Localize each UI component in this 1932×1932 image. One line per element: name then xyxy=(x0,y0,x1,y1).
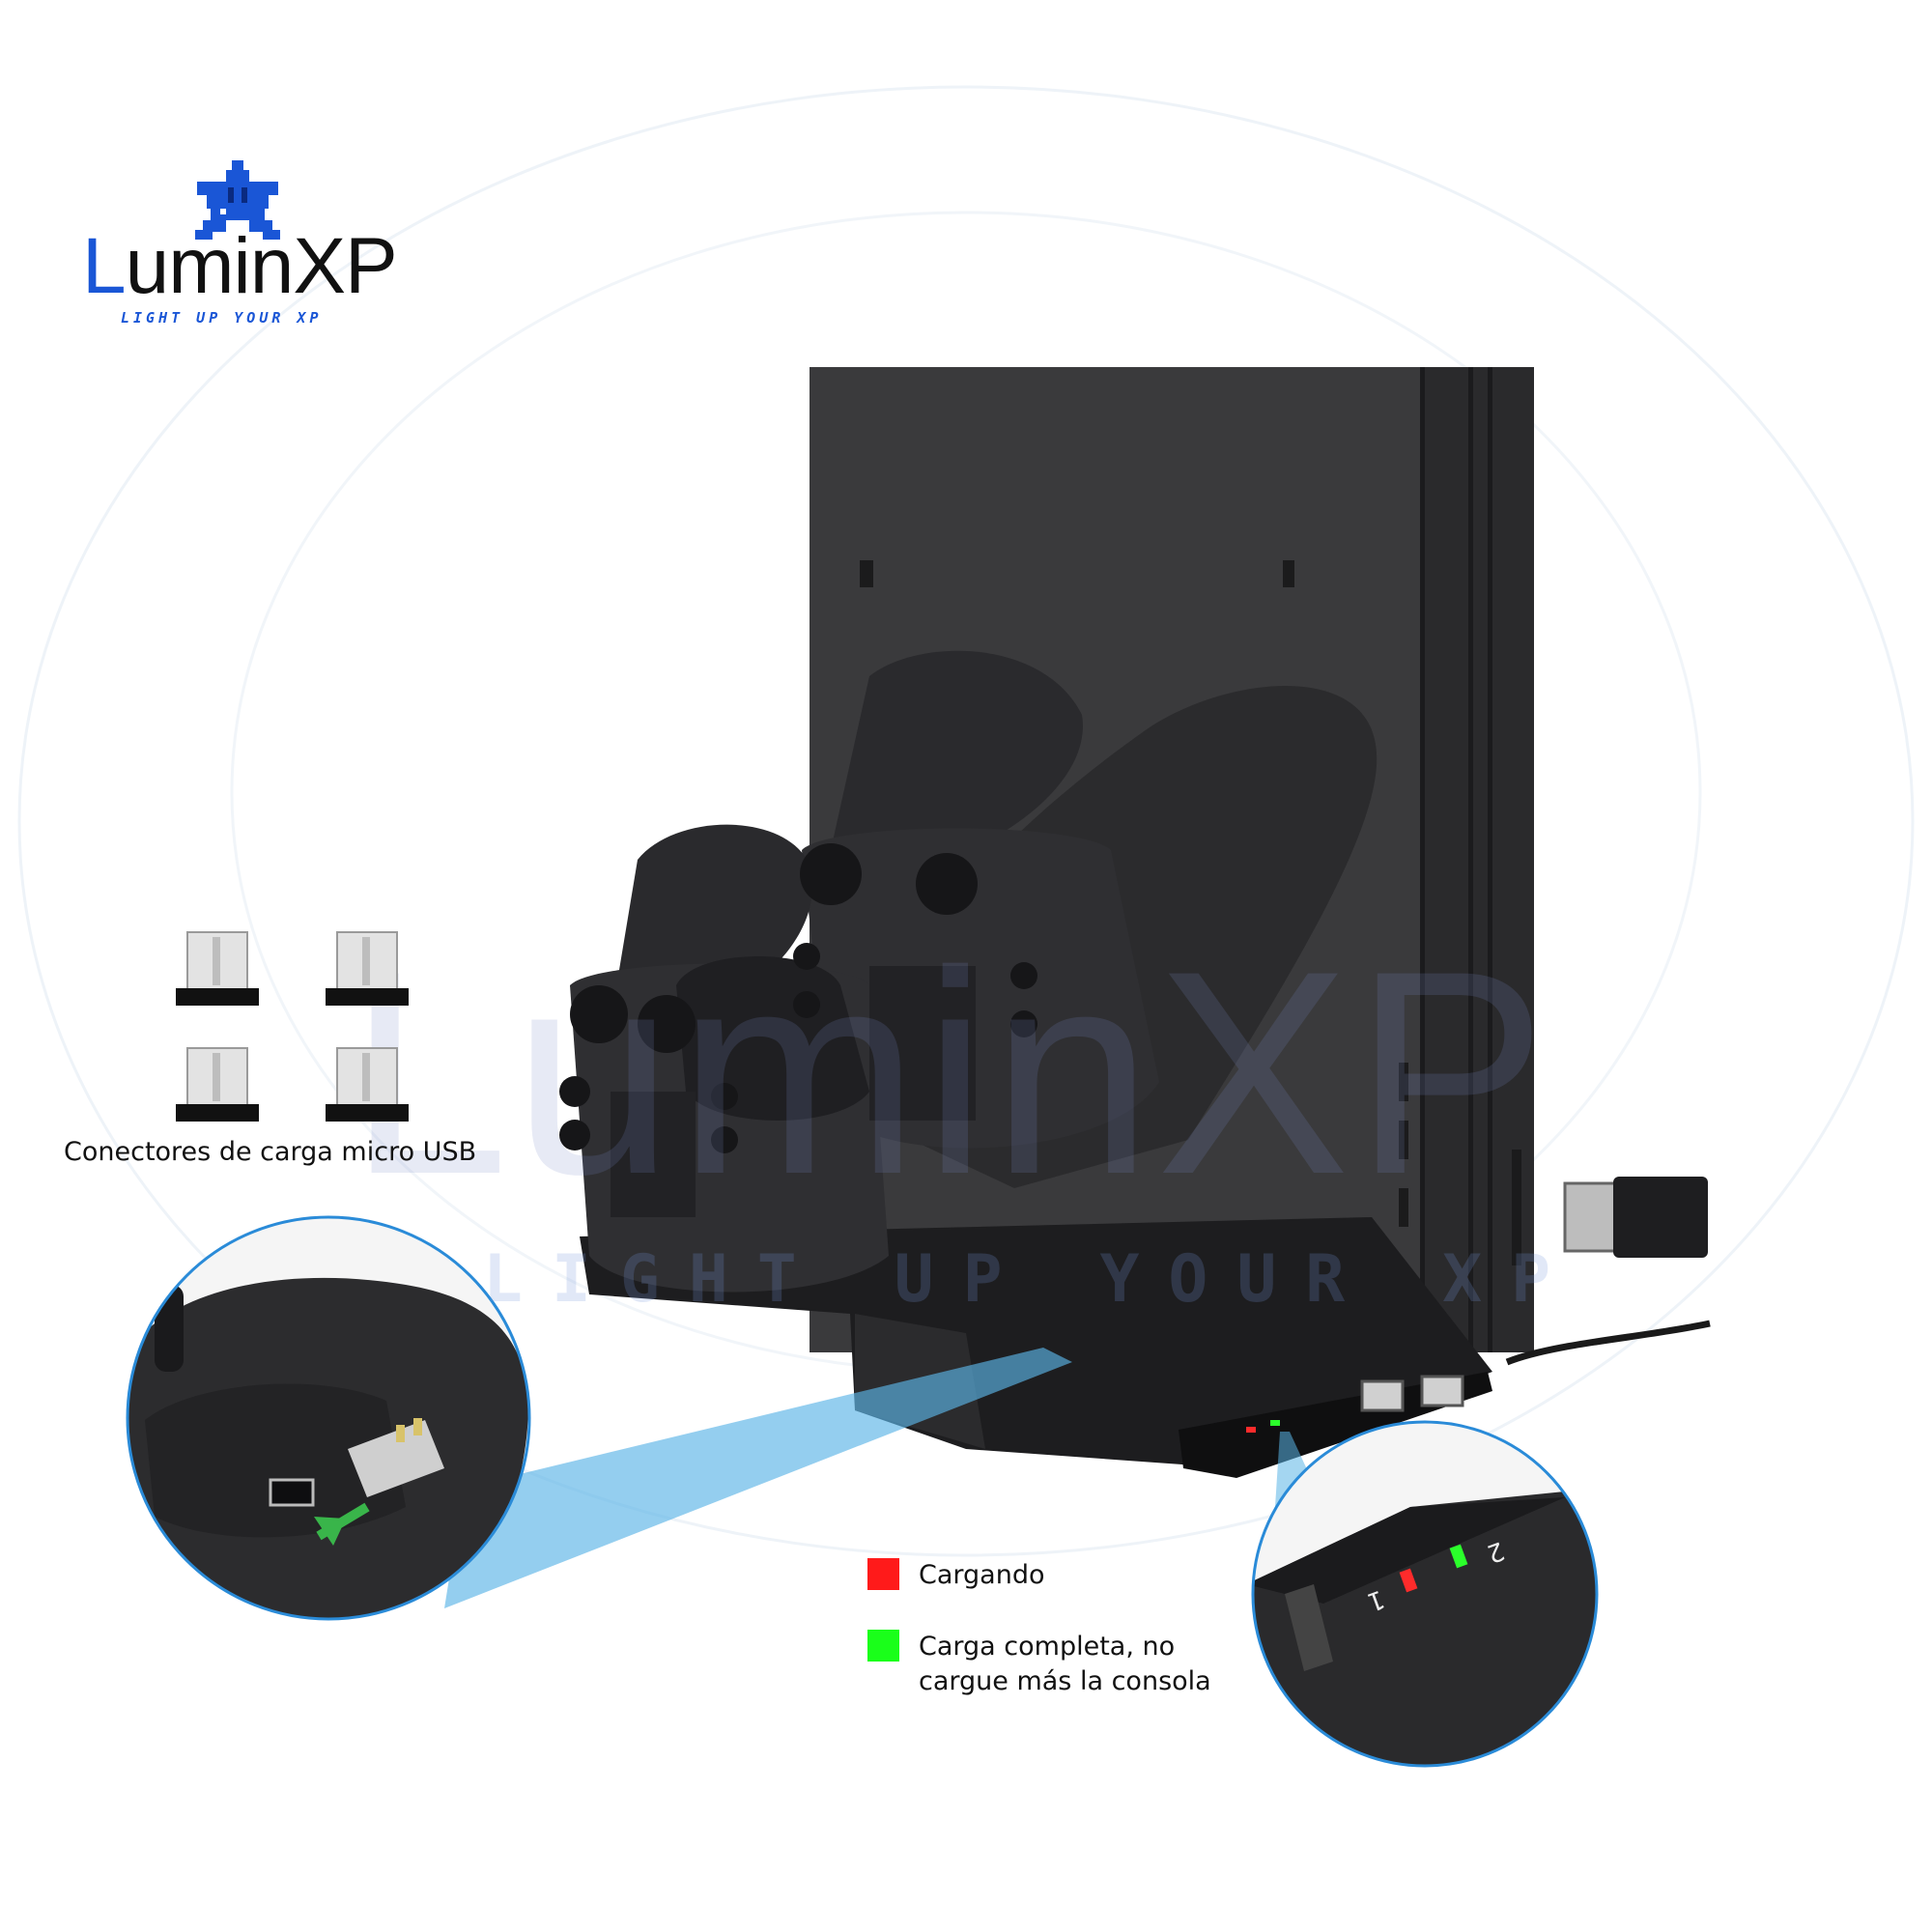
usb-adapter xyxy=(1505,1177,1711,1366)
connectors-caption: Conectores de carga micro USB xyxy=(64,1137,477,1167)
controller-details xyxy=(559,843,1037,1217)
legend-charging: Cargando xyxy=(867,1558,1044,1593)
legend-swatch-green xyxy=(867,1630,899,1662)
pixel-star-icon xyxy=(195,160,280,240)
micro-usb-connector-icon xyxy=(176,1047,259,1122)
brand-wordmark: LuminXP xyxy=(82,222,398,310)
legend-complete: Carga completa, no cargue más la consola xyxy=(867,1630,1211,1699)
zoom-beam-left xyxy=(444,1348,1072,1608)
connector-zoom-circle xyxy=(126,1215,531,1621)
micro-usb-connector-icon xyxy=(326,931,409,1006)
watermark-wordmark: LuminXP xyxy=(348,910,1551,1235)
brand-tagline: LIGHT UP YOUR XP xyxy=(121,309,323,327)
legend-swatch-red xyxy=(867,1558,899,1590)
legend-complete-line-1: Carga completa, no xyxy=(919,1632,1176,1662)
legend-complete-line-2: cargue más la consola xyxy=(919,1666,1211,1696)
led-zoom-circle: 1 2 xyxy=(1251,1420,1599,1768)
micro-usb-connector-icon xyxy=(176,931,259,1006)
legend-charging-label: Cargando xyxy=(919,1560,1045,1590)
micro-usb-connector-icon xyxy=(326,1047,409,1122)
watermark-tagline: LIGHT UP YOUR XP xyxy=(483,1241,1580,1318)
